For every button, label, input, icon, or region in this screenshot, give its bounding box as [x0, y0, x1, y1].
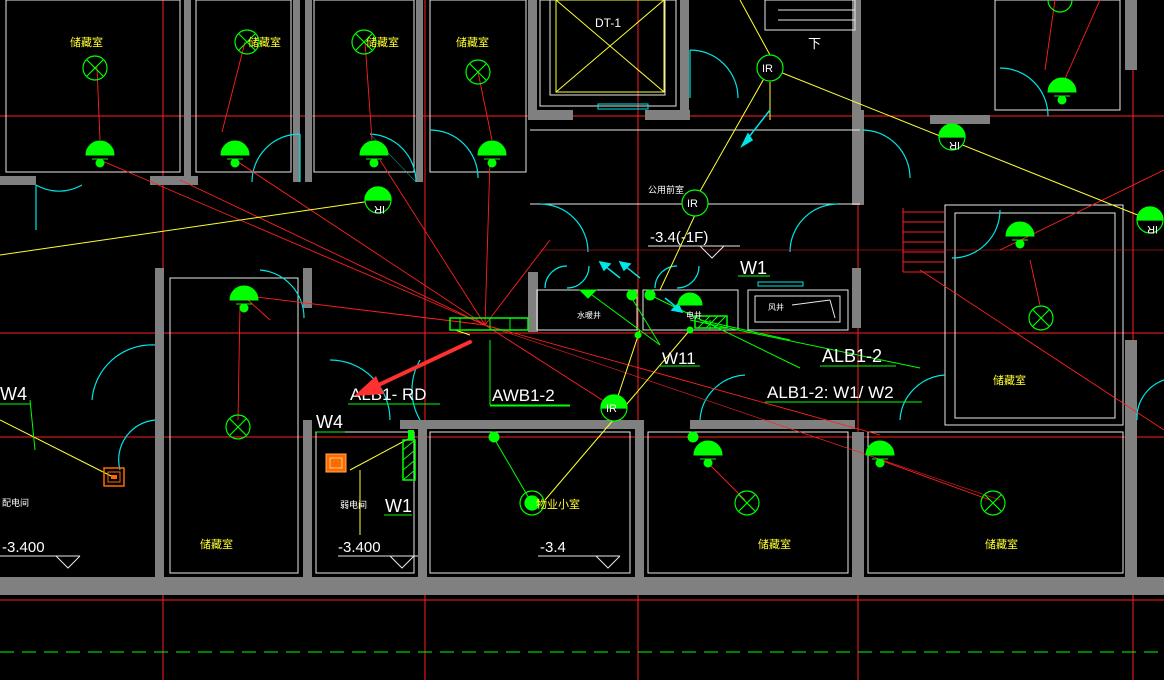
room-label-property: 物业小室 [536, 497, 580, 511]
water-shaft-fixture [578, 289, 598, 299]
circuit-label-w11: W11 [662, 349, 696, 368]
circuit-label-w1-top: W1 [740, 258, 767, 278]
level-mark-2: -3.400 [338, 539, 381, 556]
level-mark-1: -3.400 [2, 539, 45, 556]
circuit-label-alb1-2-w1w2: ALB1-2: W1/ W2 [767, 383, 894, 402]
level-marks [0, 245, 740, 569]
lamp-fixtures [82, 0, 1073, 516]
room-label-power: 配电间 [2, 497, 29, 508]
ir-sensor-symbols [681, 54, 784, 217]
circuit-label-w4-mid: W4 [316, 412, 343, 432]
circuit-label-awb1-2: AWB1-2 [492, 386, 555, 405]
red-wiring [96, 0, 1164, 501]
ir-emergency-lamps [364, 123, 1164, 422]
cable-bundle [902, 208, 945, 273]
elevator-shaft [555, 0, 665, 110]
ir-label-2: IR [687, 198, 698, 210]
circuit-label-w1-mid: W1 [385, 496, 412, 516]
room-label-storage-3: 储藏室 [366, 35, 399, 49]
room-label-storage-8: 储藏室 [985, 537, 1018, 551]
ir-label-1: IR [762, 63, 773, 75]
yellow-wiring [0, 0, 1151, 535]
elevator-label: DT-1 [595, 16, 621, 30]
level-mark-center: -3.4(-1F) [650, 229, 708, 246]
partitions [5, 0, 1124, 574]
room-label-elec-shaft: 电井 [686, 310, 702, 320]
room-label-wind-shaft: 风井 [768, 302, 784, 312]
room-label-storage-1: 储藏室 [70, 35, 103, 49]
ir-label-4: IR [374, 203, 385, 215]
circuit-label-w4-left: W4 [0, 384, 27, 404]
room-label-water-shaft: 水暖井 [577, 310, 601, 320]
room-label-storage-2: 储藏室 [248, 35, 281, 49]
green-wiring [29, 291, 921, 501]
stair-label: 下 [808, 36, 821, 51]
room-label-storage-7: 储藏室 [758, 537, 791, 551]
room-label-shared-hall: 公用前室 [648, 184, 684, 195]
label-underlines [0, 275, 922, 516]
room-label-storage-6: 储藏室 [200, 537, 233, 551]
level-mark-3: -3.4 [540, 539, 566, 556]
ir-label-6: IR [1147, 223, 1158, 235]
ceiling-lamps [85, 77, 1077, 468]
room-label-storage-5: 储藏室 [993, 373, 1026, 387]
room-label-storage-4: 储藏室 [456, 35, 489, 49]
door-swings [35, 49, 1164, 471]
ir-label-3: IR [606, 403, 617, 415]
wind-shaft-detail [757, 281, 836, 319]
annotation-arrow [354, 340, 472, 396]
cyan-arrows [598, 109, 771, 314]
room-label-weak-current: 弱电间 [340, 499, 367, 510]
ir-label-5: IR [949, 139, 960, 151]
circuit-label-alb1-2: ALB1-2 [822, 346, 882, 366]
walls [0, 0, 1164, 595]
distribution-boxes [103, 315, 728, 487]
